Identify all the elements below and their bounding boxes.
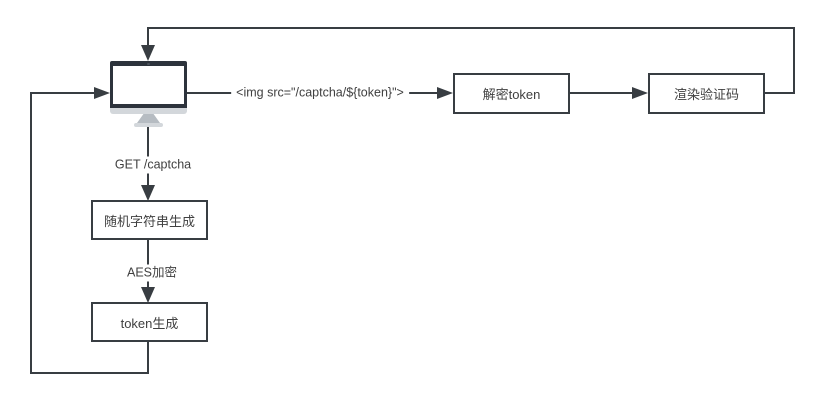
edge-top-loop-horizontal bbox=[147, 27, 795, 29]
edge-decrypt-to-render bbox=[569, 92, 632, 94]
monitor-camera-dot bbox=[147, 63, 150, 65]
monitor-screen bbox=[113, 66, 184, 104]
edge-label-get-captcha: GET /captcha bbox=[109, 156, 197, 174]
arrowhead-into-render-captcha bbox=[632, 87, 648, 99]
edge-left-loop-vertical bbox=[30, 92, 32, 374]
edge-label-img-src: <img src="/captcha/${token}"> bbox=[231, 84, 409, 102]
node-token-generate: token生成 bbox=[91, 302, 208, 342]
edge-monitor-to-random bbox=[147, 126, 149, 186]
edge-token-down-vertical bbox=[147, 341, 149, 374]
edge-loop-into-monitor-left bbox=[30, 92, 94, 94]
monitor-stand-base bbox=[134, 123, 163, 127]
edge-top-loop-right-vertical bbox=[793, 27, 795, 93]
node-random-string: 随机字符串生成 bbox=[91, 200, 208, 240]
arrowhead-into-monitor-top bbox=[141, 45, 155, 61]
client-monitor-icon bbox=[108, 58, 188, 128]
edge-bottom-loop-horizontal bbox=[30, 372, 149, 374]
node-random-string-label: 随机字符串生成 bbox=[103, 213, 195, 229]
edge-label-aes-encrypt: AES加密 bbox=[121, 264, 183, 282]
monitor-stand-neck bbox=[137, 114, 160, 123]
node-decrypt-token: 解密token bbox=[453, 73, 570, 114]
monitor-chin bbox=[110, 108, 187, 114]
node-render-captcha-label: 渲染验证码 bbox=[673, 87, 739, 102]
node-render-captcha: 渲染验证码 bbox=[648, 73, 765, 114]
edge-loop-into-monitor-vertical bbox=[147, 27, 149, 47]
node-decrypt-token-label: 解密token bbox=[482, 87, 541, 102]
arrowhead-into-random-string bbox=[141, 185, 155, 201]
edge-random-to-token bbox=[147, 240, 149, 288]
arrowhead-into-monitor-left bbox=[94, 87, 110, 99]
edge-render-to-loop bbox=[764, 92, 795, 94]
arrowhead-into-decrypt-token bbox=[437, 87, 453, 99]
node-token-generate-label: token生成 bbox=[120, 315, 179, 331]
arrowhead-into-token-generate bbox=[141, 287, 155, 303]
